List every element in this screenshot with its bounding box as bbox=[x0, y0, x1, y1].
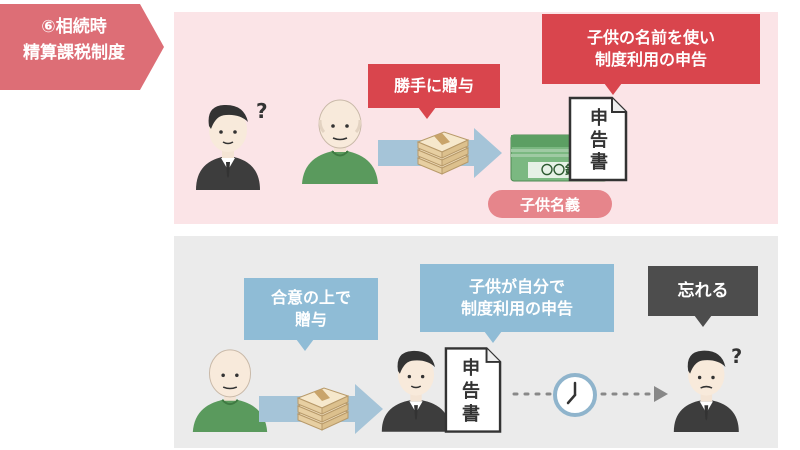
bubble-tail bbox=[484, 331, 502, 343]
section-label-shape bbox=[0, 4, 164, 90]
agreed-gift-bubble: 合意の上で 贈与 bbox=[244, 278, 378, 340]
doc-char-1: 申 bbox=[462, 358, 480, 379]
svg-text:?: ? bbox=[731, 345, 742, 368]
child-confused-icon: ? bbox=[196, 99, 268, 190]
section-label-line2: 精算課税制度 bbox=[23, 43, 125, 63]
doc-char-3: 書 bbox=[590, 152, 608, 173]
money-bundle-icon bbox=[416, 131, 470, 175]
doc-char-2: 告 bbox=[462, 381, 480, 402]
svg-text:?: ? bbox=[256, 99, 268, 123]
clock-icon bbox=[553, 373, 597, 417]
tax-return-document-icon bbox=[568, 96, 628, 182]
section-label-line1: ⑥相続時 bbox=[41, 17, 107, 37]
child-account-tag: 子供名義 bbox=[488, 190, 612, 218]
child-icon bbox=[381, 350, 451, 432]
doc-char-1: 申 bbox=[590, 108, 608, 129]
doc-char-2: 告 bbox=[590, 130, 608, 151]
gift-without-consent-bubble: 勝手に贈与 bbox=[368, 64, 500, 108]
bubble-tail bbox=[296, 339, 314, 351]
parent-icon bbox=[302, 99, 378, 184]
forget-bubble: 忘れる bbox=[648, 266, 758, 316]
bubble-tail bbox=[418, 107, 436, 119]
section-label: ⑥相続時 精算課税制度 bbox=[4, 14, 144, 66]
doc-char-3: 書 bbox=[462, 404, 480, 425]
child-confused-icon: ? bbox=[673, 345, 742, 432]
tax-return-document-icon bbox=[444, 347, 502, 433]
child-name-report-bubble: 子供の名前を使い 制度利用の申告 bbox=[542, 14, 760, 84]
bubble-tail bbox=[694, 315, 712, 327]
money-bundle-icon bbox=[296, 387, 350, 431]
parent-icon bbox=[192, 349, 268, 433]
self-report-bubble: 子供が自分で 制度利用の申告 bbox=[420, 264, 614, 332]
bubble-tail bbox=[604, 83, 622, 95]
time-passing-arrow bbox=[512, 386, 668, 402]
